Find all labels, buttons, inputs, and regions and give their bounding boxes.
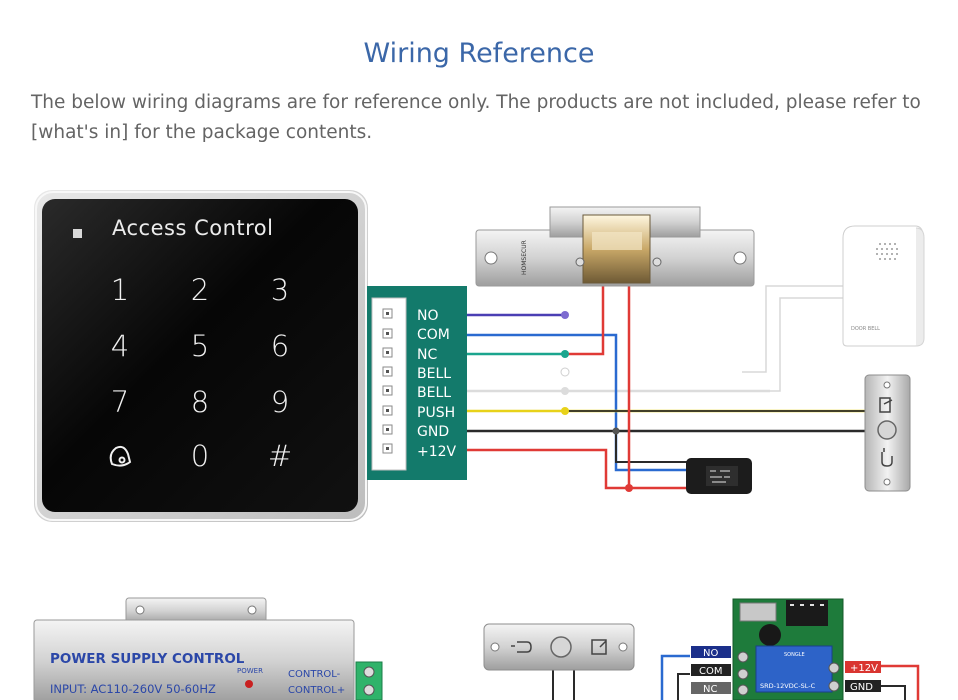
terminal-gnd: GND [417, 424, 449, 440]
relay-label-no: NO [703, 648, 718, 659]
key-5[interactable]: 5 [191, 329, 209, 363]
psu-input: INPUT: AC110-260V 50-60HZ [50, 682, 216, 696]
key-6[interactable]: 6 [271, 329, 289, 363]
psu-control-plus: CONTROL+ [288, 685, 345, 696]
wire-bell-1 [465, 285, 843, 374]
lock-brand: HOMSECUR [521, 240, 528, 275]
key-hash[interactable]: # [268, 439, 292, 473]
wire-12v [465, 448, 690, 490]
relay-label-12v: +12V [850, 663, 878, 674]
hand-press-icon-2 [511, 641, 532, 653]
door-exit-icon-2 [591, 639, 607, 655]
wires [465, 285, 870, 492]
bell-key-icon[interactable] [109, 445, 132, 467]
access-control-keypad: Access Control 1 2 3 4 5 6 7 8 9 0 # [34, 190, 368, 522]
terminal-12v: +12V [417, 444, 457, 460]
relay-brand: SONGLE [784, 652, 805, 658]
key-3[interactable]: 3 [271, 273, 289, 307]
psu-title: POWER SUPPLY CONTROL [50, 651, 245, 667]
key-8[interactable]: 8 [191, 385, 209, 419]
relay-label-com: COM [699, 666, 722, 677]
wire-com [465, 333, 690, 472]
relay-module: SONGLE SRD-12VDC-SL-C NO COM NC +12V GND [660, 598, 920, 700]
doorbell-label: DOOR BELL [851, 326, 880, 332]
key-0[interactable]: 0 [191, 439, 209, 473]
power-supply-control: POWER SUPPLY CONTROL INPUT: AC110-260V 5… [33, 597, 383, 700]
terminal-nc: NC [417, 347, 437, 363]
terminal-block: NO COM NC BELL BELL PUSH GND +12V [367, 286, 467, 480]
key-4[interactable]: 4 [111, 329, 129, 363]
electric-strike-lock: HOMSECUR [475, 206, 755, 287]
power-led [245, 680, 253, 688]
key-9[interactable]: 9 [271, 385, 289, 419]
terminal-com: COM [417, 327, 450, 343]
terminal-bell-1: BELL [417, 366, 451, 382]
relay-label-gnd: GND [850, 682, 873, 693]
exit-button-vertical [864, 374, 911, 492]
keypad-label: Access Control [112, 216, 273, 240]
key-1[interactable]: 1 [111, 273, 129, 307]
psu-control-minus: CONTROL- [288, 669, 341, 680]
power-adapter [686, 458, 752, 494]
terminal-bell-2: BELL [417, 385, 451, 401]
terminal-no: NO [417, 308, 439, 324]
door-exit-icon [879, 397, 893, 413]
relay-model: SRD-12VDC-SL-C [760, 682, 816, 690]
status-led [73, 229, 82, 238]
psu-power-label: POWER [237, 667, 263, 675]
terminal-push: PUSH [417, 405, 455, 421]
hand-press-icon [881, 448, 893, 467]
doorbell: DOOR BELL [842, 225, 925, 347]
exit-button-horizontal [483, 623, 635, 700]
relay-label-nc: NC [703, 684, 717, 695]
page-title: Wiring Reference [363, 38, 595, 69]
wire-nc-lock [565, 285, 605, 356]
wire-bell-2 [465, 297, 843, 393]
intro-text: The below wiring diagrams are for refere… [31, 92, 921, 143]
key-2[interactable]: 2 [191, 273, 209, 307]
key-7[interactable]: 7 [111, 385, 129, 419]
